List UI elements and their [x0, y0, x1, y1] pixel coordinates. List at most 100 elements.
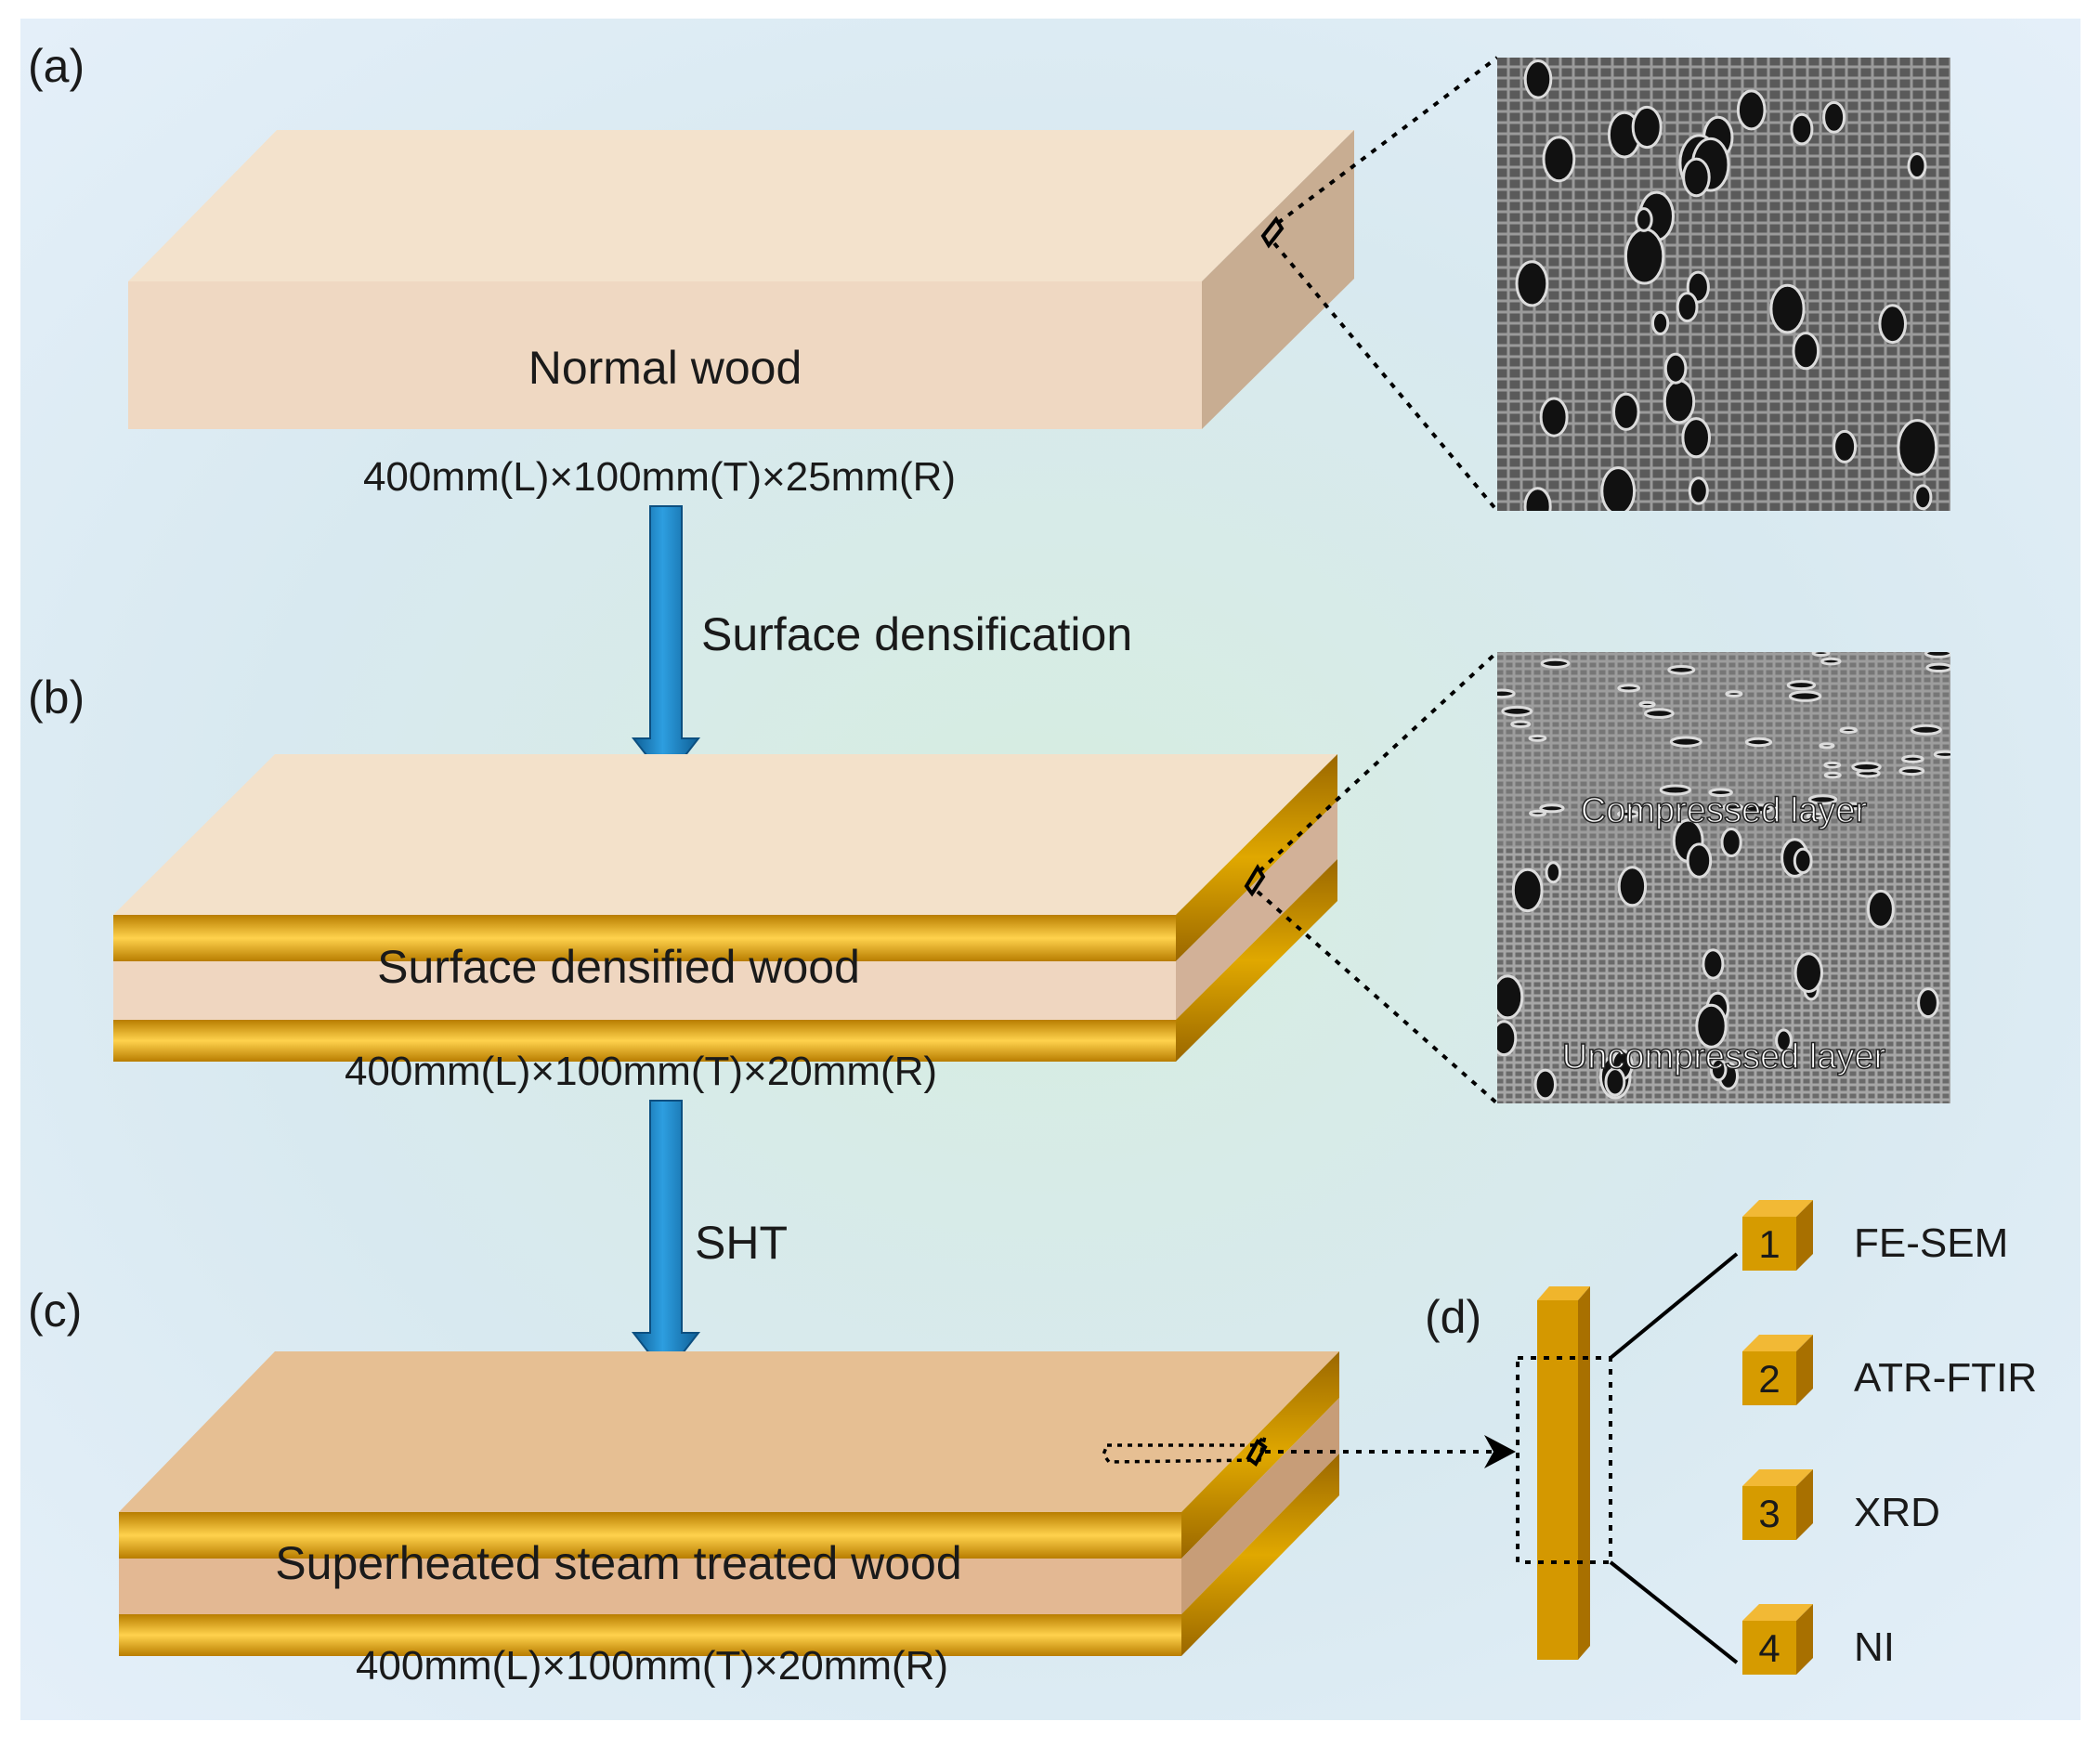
- micrograph-pore: [1600, 466, 1637, 511]
- test-cube-2: 2 ATR-FTIR: [1742, 1335, 2037, 1405]
- micrograph-pore: [1743, 803, 1773, 815]
- micrograph-pore: [1823, 771, 1842, 779]
- surface-densified-wood-label: Surface densified wood: [377, 941, 860, 993]
- micrograph-pore: [1545, 861, 1562, 884]
- test-specimen-bar: [1537, 1286, 1590, 1660]
- micrograph-pore: [1635, 207, 1653, 232]
- micrograph-pore: [1843, 802, 1865, 811]
- micrograph-pore: [1659, 784, 1692, 796]
- micrograph-pore: [1510, 720, 1532, 728]
- uncompressed-layer-label: Uncompressed layer: [1562, 1037, 1886, 1076]
- sample-transfer-arrowhead: [1484, 1435, 1516, 1468]
- micrograph-pore: [1878, 304, 1907, 345]
- test-cube-number: 3: [1758, 1492, 1780, 1535]
- micrograph-pore: [1617, 809, 1640, 818]
- micrograph-pore: [1702, 948, 1725, 980]
- micrograph-pore: [1681, 417, 1711, 459]
- zoom-line-a-bottom: [1272, 241, 1499, 513]
- micrograph-pore: [1851, 762, 1882, 773]
- panel-b-label: (b): [28, 672, 85, 724]
- panel-a-label: (a): [28, 40, 85, 92]
- step-sht: SHT: [695, 1217, 788, 1269]
- micrograph-pore: [1769, 283, 1806, 334]
- micrograph-pore: [1501, 705, 1533, 717]
- micrograph-pore: [1511, 867, 1544, 913]
- sample-marker-b: [1244, 864, 1266, 897]
- sample-marker-c: [1246, 1439, 1268, 1467]
- micrograph-pore: [1663, 352, 1688, 385]
- surface-densified-wood-dimensions: 400mm(L)×100mm(T)×20mm(R): [345, 1049, 937, 1094]
- micrograph-pore: [1497, 1020, 1518, 1057]
- test-cube-number: 2: [1758, 1357, 1780, 1401]
- zoom-line-b-top: [1258, 650, 1499, 873]
- test-method-label: ATR-FTIR: [1854, 1355, 2037, 1401]
- test-cube-number: 4: [1758, 1626, 1780, 1670]
- micrograph-pore: [1497, 974, 1524, 1020]
- micrograph-pore: [1933, 750, 1950, 759]
- normal-wood-label: Normal wood: [528, 342, 802, 394]
- micrograph-pore: [1686, 842, 1713, 879]
- zoom-line-b-bottom: [1256, 890, 1499, 1105]
- micrograph-pore: [1839, 726, 1859, 735]
- micrograph-pore: [1775, 1028, 1793, 1053]
- test-cube-1: 1 FE-SEM: [1742, 1200, 2008, 1271]
- micrograph-pore: [1822, 100, 1846, 134]
- micrograph-pore: [1695, 1003, 1728, 1049]
- micrograph-pore: [1790, 112, 1814, 146]
- micrograph-pore: [1631, 105, 1663, 150]
- micrograph-pore: [1744, 737, 1773, 748]
- micrograph-pore: [1540, 658, 1571, 669]
- micrograph-pore: [1624, 228, 1665, 285]
- compressed-layer-label: Compressed layer: [1581, 791, 1868, 830]
- micrograph-densified-wood: [1497, 652, 1950, 1103]
- micrograph-pore: [1807, 794, 1838, 805]
- micrograph-pore: [1720, 828, 1742, 857]
- micrograph-pore: [1925, 662, 1950, 672]
- micrograph-pore: [1651, 310, 1670, 335]
- micrograph-pore: [1638, 700, 1656, 709]
- micrograph-pore: [1669, 736, 1702, 748]
- micrograph-pore: [1897, 419, 1938, 476]
- micrograph-pore: [1539, 397, 1569, 437]
- micrograph-pore: [1793, 847, 1813, 874]
- test-method-label: FE-SEM: [1854, 1220, 2008, 1266]
- micrograph-pore: [1866, 889, 1895, 929]
- micrograph-pore: [1676, 292, 1699, 323]
- micrograph-pore: [1917, 987, 1939, 1019]
- micrograph-pore: [1515, 260, 1549, 307]
- micrograph-pore: [1722, 802, 1744, 812]
- micrograph-pore: [1617, 866, 1648, 907]
- panel-c-label: (c): [28, 1285, 82, 1337]
- micrograph-pore: [1533, 1068, 1558, 1101]
- test-cube-number: 1: [1758, 1222, 1780, 1266]
- micrograph-pore: [1792, 332, 1820, 371]
- micrograph-pore: [1924, 652, 1950, 659]
- micrograph-pore: [1539, 803, 1565, 814]
- micrograph-pore: [1901, 754, 1924, 763]
- micrograph-pore: [1820, 657, 1842, 666]
- micrograph-pore: [1523, 59, 1553, 99]
- micrograph-pore: [1913, 484, 1933, 511]
- micrograph-pore: [1497, 688, 1516, 699]
- micrograph-pore: [1788, 690, 1822, 702]
- micrograph-pore: [1910, 724, 1942, 736]
- micrograph-pore: [1806, 812, 1825, 820]
- sample-marker-a: [1260, 215, 1285, 249]
- micrograph-pore: [1663, 379, 1696, 424]
- micrograph-pore: [1604, 1067, 1626, 1097]
- superheated-steam-treated-wood-label: Superheated steam treated wood: [275, 1537, 961, 1589]
- micrograph-normal-wood: [1497, 58, 1950, 511]
- leader-line-bottom: [1609, 1560, 1739, 1664]
- leader-line-top: [1609, 1252, 1739, 1360]
- micrograph-pore: [1811, 652, 1831, 657]
- micrograph-pore: [1708, 788, 1733, 798]
- test-method-label: XRD: [1854, 1490, 1940, 1535]
- micrograph-pore: [1682, 157, 1711, 198]
- micrograph-pore: [1643, 708, 1675, 719]
- panel-d-label: (d): [1425, 1291, 1481, 1343]
- micrograph-pore: [1907, 152, 1927, 179]
- micrograph-pore: [1523, 487, 1552, 511]
- micrograph-pore: [1612, 392, 1640, 431]
